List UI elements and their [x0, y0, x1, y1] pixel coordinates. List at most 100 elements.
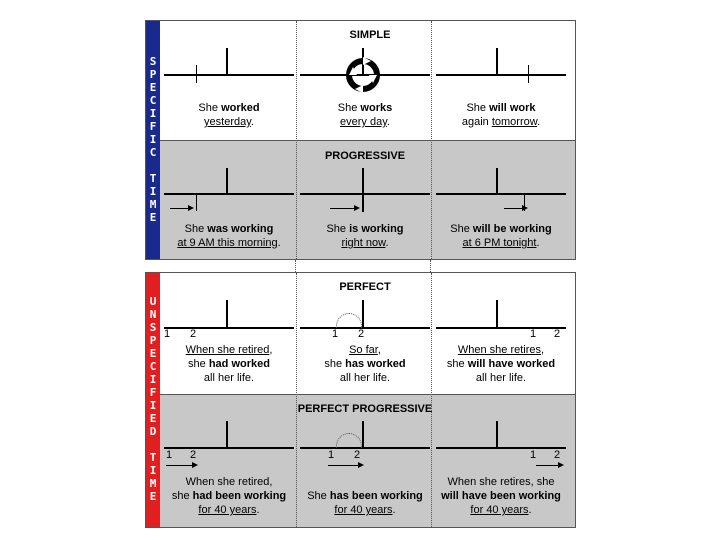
side-label-letter: E: [149, 412, 157, 425]
point-1-label: 1: [328, 449, 335, 461]
point-1-label: 1: [530, 328, 537, 340]
point-2-label: 2: [354, 449, 361, 461]
row-divider: [160, 140, 575, 141]
side-label-letter: [146, 438, 160, 451]
side-label-letter: E: [149, 81, 157, 94]
now-tick: [496, 168, 498, 194]
side-label-letter: I: [149, 107, 157, 120]
simple-row: SIMPLE She worked yesterday. She works e…: [160, 21, 575, 140]
now-tick: [226, 300, 228, 328]
now-tick: [362, 168, 364, 212]
caption-perfect-future: When she retires, she will have worked a…: [446, 344, 556, 384]
perfect-progressive-title: PERFECT PROGRESSIVE: [297, 403, 433, 415]
side-label-letter: C: [149, 94, 157, 107]
progress-arrow: [330, 205, 360, 211]
point-2-label: 2: [358, 328, 365, 340]
caption-progressive-present: She is working right now.: [326, 223, 404, 249]
progressive-row: PROGRESSIVE She was working at 9 AM this…: [160, 141, 575, 259]
caption-perfect-progressive-future: When she retires, she will have been wor…: [441, 476, 561, 516]
point-2-label: 2: [554, 328, 561, 340]
side-label-letter: T: [149, 172, 157, 185]
repeat-cycle-icon: [346, 57, 380, 93]
column-divider: [431, 273, 432, 527]
side-label-letter: S: [149, 55, 157, 68]
side-label-letter: C: [149, 146, 157, 159]
side-label-letter: D: [149, 425, 157, 438]
future-marker: [528, 65, 529, 83]
caption-simple-present: She works every day.: [337, 102, 393, 128]
now-tick: [496, 300, 498, 328]
side-label-letter: P: [149, 334, 157, 347]
timeline-line: [300, 327, 430, 329]
column-divider: [431, 21, 432, 259]
point-1-label: 1: [166, 449, 173, 461]
timeline-line: [300, 193, 430, 195]
progressive-title: PROGRESSIVE: [324, 150, 406, 162]
progress-arrow: [504, 205, 528, 211]
side-label-letter: M: [149, 477, 157, 490]
now-tick: [496, 48, 498, 75]
duration-arc: [336, 313, 362, 328]
perfect-row: PERFECT 1 2 When she retired, she had wo…: [160, 273, 575, 394]
now-tick: [496, 421, 498, 448]
timeline-line: [300, 447, 430, 449]
side-label-letter: M: [149, 198, 157, 211]
caption-simple-future: She will work again tomorrow.: [461, 102, 541, 128]
side-label-letter: I: [149, 399, 157, 412]
simple-title: SIMPLE: [349, 29, 391, 41]
caption-perfect-past: When she retired, she had worked all her…: [185, 344, 273, 384]
side-label-letter: U: [149, 295, 157, 308]
past-marker: [196, 65, 197, 83]
side-label-letter: I: [149, 373, 157, 386]
now-tick: [362, 421, 364, 448]
now-tick: [226, 421, 228, 448]
column-divider: [296, 273, 297, 527]
panel-connector: [430, 260, 431, 272]
timeline-line: [436, 74, 566, 76]
now-tick: [226, 168, 228, 194]
past-marker: [196, 193, 197, 211]
future-marker: [524, 193, 525, 211]
side-label-letter: P: [149, 68, 157, 81]
progress-arrow: [170, 205, 194, 211]
timeline-line: [164, 327, 294, 329]
timeline-line: [164, 447, 294, 449]
timeline-line: [436, 193, 566, 195]
side-label-letter: F: [149, 120, 157, 133]
panel-connector: [295, 260, 296, 272]
caption-simple-past: She worked yesterday.: [198, 102, 260, 128]
caption-progressive-past: She was working at 9 AM this morning.: [177, 223, 281, 249]
side-label-letter: E: [149, 347, 157, 360]
side-label-letter: E: [149, 490, 157, 503]
caption-progressive-future: She will be working at 6 PM tonight.: [450, 223, 552, 249]
timeline-line: [164, 193, 294, 195]
duration-arrow: [536, 462, 564, 468]
point-1-label: 1: [332, 328, 339, 340]
timeline-line: [436, 327, 566, 329]
column-divider: [296, 21, 297, 259]
point-1-label: 1: [164, 328, 171, 340]
perfect-progressive-row: PERFECT PROGRESSIVE 1 2 When she retired…: [160, 395, 575, 527]
side-label-letter: E: [149, 211, 157, 224]
duration-arrow: [166, 462, 198, 468]
caption-perfect-progressive-past: When she retired, she had been working f…: [171, 476, 287, 516]
side-label-letter: S: [149, 321, 157, 334]
duration-arrow: [328, 462, 364, 468]
caption-perfect-progressive-present: She has been working for 40 years.: [307, 490, 423, 516]
now-tick: [362, 300, 364, 328]
point-2-label: 2: [190, 328, 197, 340]
side-label-letter: T: [149, 451, 157, 464]
point-2-label: 2: [190, 449, 197, 461]
caption-perfect-present: So far, she has worked all her life.: [324, 344, 406, 384]
side-label-letter: I: [149, 185, 157, 198]
row-divider: [160, 394, 575, 395]
now-tick: [226, 48, 228, 75]
side-label-letter: I: [149, 464, 157, 477]
timeline-line: [164, 74, 294, 76]
